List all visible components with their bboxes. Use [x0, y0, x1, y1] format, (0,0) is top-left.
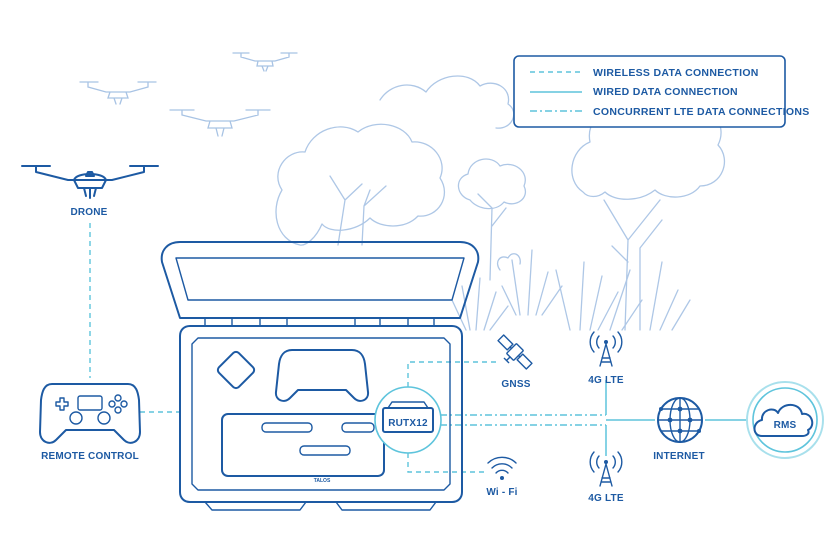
legend-item-lte: CONCURRENT LTE DATA CONNECTIONS	[593, 106, 810, 118]
wifi-icon	[487, 456, 517, 480]
cloud-icon	[746, 381, 824, 459]
internet-label: INTERNET	[653, 451, 705, 462]
router-icon	[382, 401, 434, 433]
gamepad-icon	[39, 383, 141, 444]
background-trees	[275, 75, 726, 331]
legend-item-wireless: WIRELESS DATA CONNECTION	[593, 67, 759, 79]
background-drones	[79, 52, 298, 137]
legend-box	[513, 55, 786, 128]
case-icon	[160, 241, 480, 511]
drone-icon	[21, 165, 159, 199]
router-label: RUTX12	[388, 418, 428, 429]
rms-label: RMS	[774, 420, 797, 431]
drone-label: DRONE	[70, 207, 107, 218]
case-brand-label: TALOS	[314, 478, 331, 484]
gnss-label: GNSS	[501, 379, 530, 390]
wifi-label: Wi - Fi	[486, 487, 517, 498]
link-router-gnss	[407, 361, 498, 405]
lte-bottom-label: 4G LTE	[588, 493, 624, 504]
legend: WIRELESS DATA CONNECTION WIRED DATA CONN…	[513, 55, 810, 128]
satellite-icon	[497, 334, 533, 370]
globe-icon	[657, 397, 703, 443]
lte-top-label: 4G LTE	[588, 375, 624, 386]
legend-item-wired: WIRED DATA CONNECTION	[593, 86, 738, 98]
antenna-tower-icon	[589, 451, 623, 487]
antenna-tower-icon	[589, 331, 623, 367]
remote-control-label: REMOTE CONTROL	[41, 451, 139, 462]
